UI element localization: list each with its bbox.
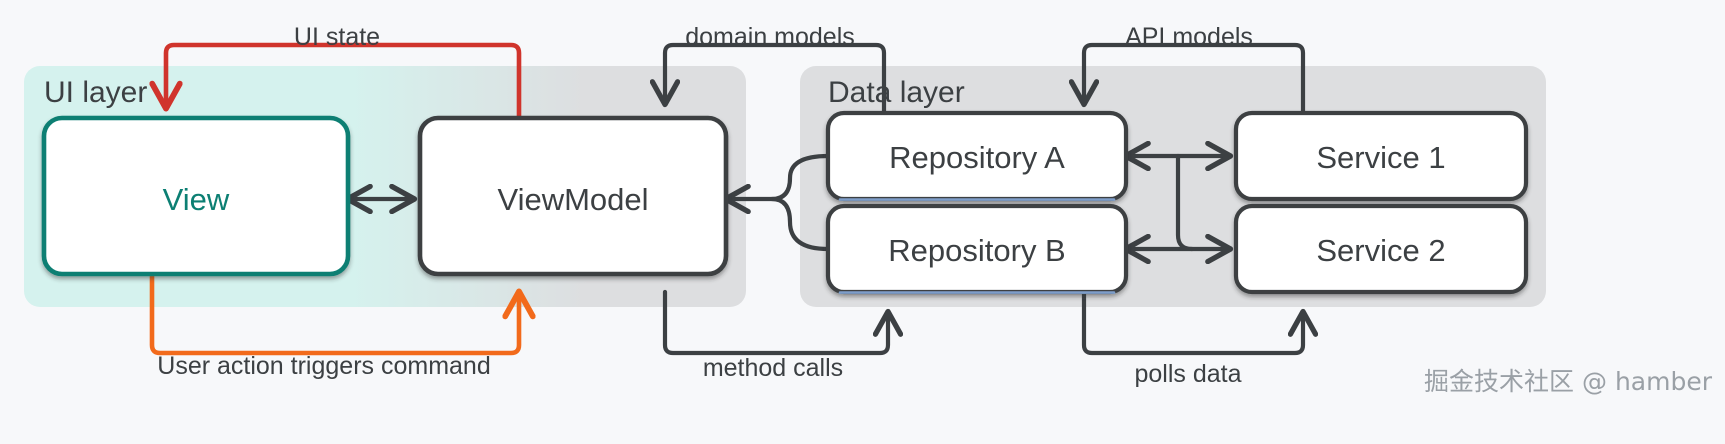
- edge-service-crosslink-path: [1175, 153, 1195, 252]
- edge-method-calls-path: [662, 289, 888, 356]
- edge-label-api-models: API models: [1125, 23, 1253, 51]
- node-repository-a-label: Repository A: [889, 140, 1065, 175]
- edge-label-method-calls: method calls: [703, 354, 843, 382]
- node-service-1-label: Service 1: [1316, 140, 1445, 175]
- watermark-label: 掘金技术社区 @ hamber: [1424, 367, 1713, 396]
- node-viewmodel-label: ViewModel: [497, 182, 648, 217]
- node-service-2-label: Service 2: [1316, 233, 1445, 268]
- node-service-1[interactable]: Service 1: [1233, 110, 1529, 202]
- edge-label-ui-state: UI state: [294, 23, 380, 51]
- node-service-2[interactable]: Service 2: [1233, 203, 1529, 295]
- node-view[interactable]: View: [41, 115, 351, 277]
- node-repository-a[interactable]: Repository A: [825, 110, 1129, 202]
- edge-domain-models-path: [665, 42, 887, 121]
- edge-label-polls-data: polls data: [1134, 360, 1241, 388]
- edge-polls-data-path: [1081, 289, 1303, 356]
- edge-repos-to-viewmodel-lower-path: [769, 196, 831, 252]
- edge-label-domain-models: domain models: [685, 23, 855, 51]
- node-repository-b[interactable]: Repository B: [825, 203, 1129, 295]
- node-viewmodel[interactable]: ViewModel: [417, 115, 729, 277]
- edge-user-action-path: [149, 271, 519, 356]
- edge-label-user-action: User action triggers command: [157, 352, 490, 380]
- edge-api-models-path: [1084, 42, 1306, 121]
- node-view-label: View: [163, 182, 230, 217]
- edge-ui-state-path: [166, 42, 522, 121]
- data-layer-label: Data layer: [828, 76, 965, 109]
- node-repository-b-label: Repository B: [888, 233, 1065, 268]
- ui-layer-label: UI layer: [44, 76, 147, 109]
